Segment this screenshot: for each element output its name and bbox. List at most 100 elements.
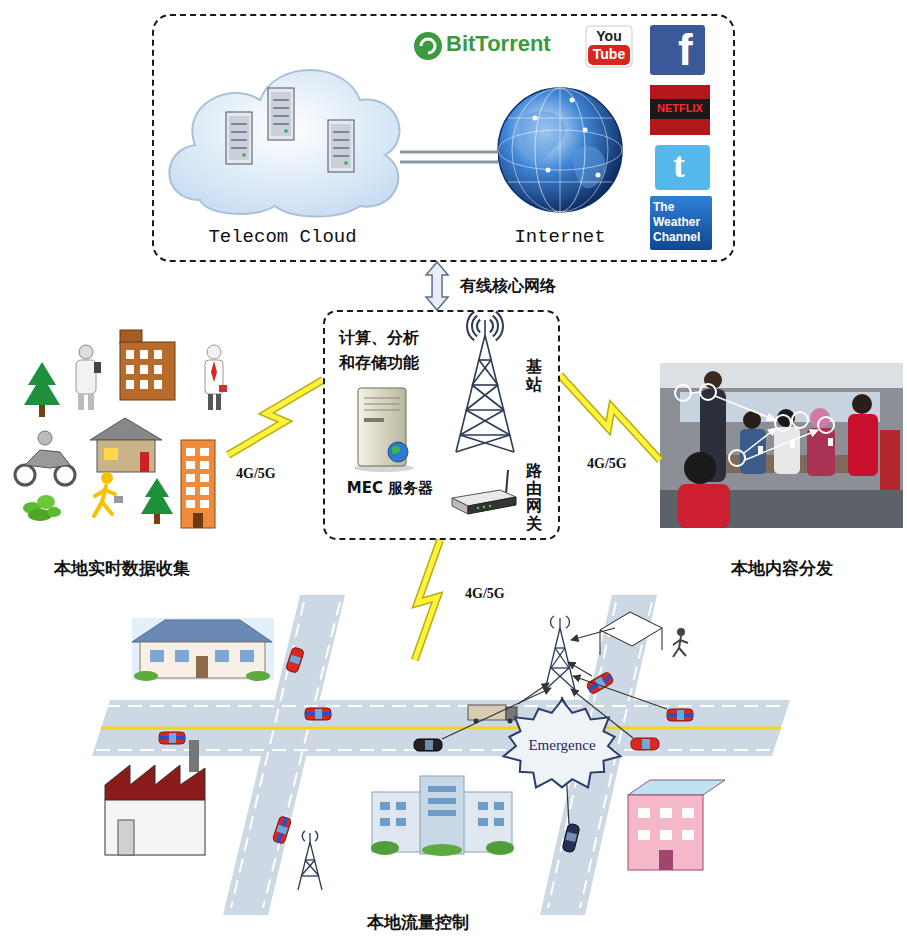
factory-building [118,820,134,855]
factory-building [189,740,199,772]
connector [400,156,498,157]
tower-building-icon [181,440,215,528]
server-rack [273,100,289,101]
pink-building [628,780,725,795]
plant-icon [47,507,61,517]
signal-arcs [467,312,474,341]
subway-photo [691,392,699,393]
globe-icon [546,168,551,173]
bittorrent-logo [414,32,442,60]
tower-symbol [302,831,305,841]
weather-logo [650,196,712,250]
businessman-icon [208,394,213,410]
road [101,727,781,730]
tower-symbol [456,320,514,452]
globe-icon [498,88,622,212]
subway-photo [828,438,833,446]
node-text: 本地流量控制 [90,911,746,934]
tower-building-icon [200,474,209,482]
youtube-logo [588,45,630,65]
server-rack [333,148,349,149]
youtube-logo [586,26,632,67]
vehicle-icon [642,739,650,749]
bittorrent-logo [414,32,442,60]
vehicle-icon [562,823,580,853]
vehicle-icon [315,709,322,719]
factory-building [105,800,205,855]
subway-photo [700,384,716,400]
twitter-logo [655,145,710,190]
house-building [175,650,189,662]
logo-text: You [588,28,630,44]
tower-building-icon [186,461,195,469]
house-building [196,656,208,678]
vehicle-icon [425,740,433,750]
netflix-logo [650,85,710,135]
pink-building [638,808,650,818]
shelter-shape [662,628,663,650]
tower-symbol [484,320,486,335]
signal-arcs [467,312,503,341]
node-text: Internet [498,226,622,248]
hospital-building [371,776,514,856]
tree-icon [154,514,160,524]
tower-symbol [305,859,315,860]
router-icon [483,506,485,508]
node-text: 路由网关 [526,462,542,532]
server-rack [344,161,348,165]
motorcycle-icon [25,450,70,468]
hospital-building [494,802,504,810]
runner-icon [102,502,112,514]
person-icon [94,362,101,373]
tower-symbol [551,667,569,668]
tower-symbol [310,842,322,890]
server-rack [231,124,247,125]
pink-building [660,808,672,818]
vehicle-icon [169,733,176,743]
cloud-node: Telecom Cloud [165,55,400,250]
tower-building-icon [200,448,209,456]
vehicle-icon [286,647,305,674]
house-icon [104,448,118,460]
server-rack [328,120,354,172]
vehicle-icon [631,738,659,750]
vehicle-icon [305,708,331,720]
tower-symbol [479,359,491,361]
tower-building-icon [200,487,209,495]
connector [228,380,323,455]
tower-symbol [555,648,569,668]
tree-icon [24,362,60,405]
house-building [215,650,229,662]
subway-photo [745,430,818,460]
hospital-building [494,818,504,826]
house-icon [90,418,162,472]
globe-icon [519,111,566,165]
runner-icon [105,490,115,494]
vehicle-icon [159,647,693,853]
server-rack [333,156,349,157]
signal-arcs [493,316,498,337]
hospital-building [428,798,456,804]
building-icon [126,365,134,374]
pink-building [638,830,650,840]
report-arrow [571,628,615,640]
plant-icon [23,495,61,521]
subway-photo [678,484,730,528]
globe-icon [560,88,561,212]
vehicle-icon [276,825,288,835]
tower-symbol [545,668,569,690]
person-icon [76,360,96,394]
tower-symbol [309,833,310,842]
pink-building [628,780,725,870]
tower-symbol [460,435,514,452]
tower-symbol [301,875,319,876]
router-icon [489,505,491,507]
runner-icon [114,496,123,503]
node-text: Emergence [500,737,624,754]
businessman-icon [219,385,227,392]
building-icon [120,330,175,400]
bittorrent-logo [421,39,435,53]
vehicle-icon [276,817,288,843]
router-icon [506,470,508,494]
